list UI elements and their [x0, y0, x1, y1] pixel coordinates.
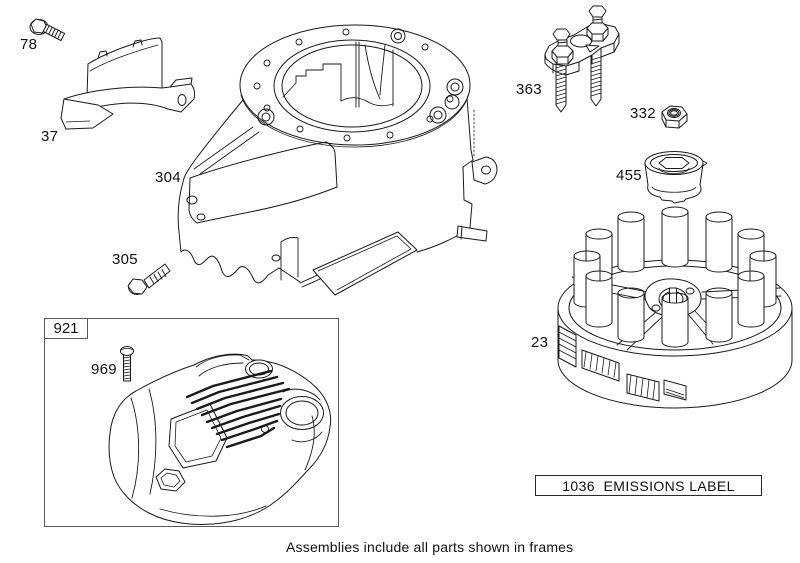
part-label-332: 332 — [630, 105, 656, 122]
part-drawing-guard-37 — [60, 37, 196, 130]
part-label-305: 305 — [112, 251, 138, 268]
part-drawing-puller-363 — [544, 5, 620, 113]
part-drawing-flywheel-23 — [557, 206, 793, 409]
part-label-969: 969 — [91, 361, 117, 378]
emissions-label-text: 1036 EMISSIONS LABEL — [562, 477, 735, 494]
part-label-304: 304 — [155, 169, 181, 186]
frame-label-921: 921 — [44, 318, 88, 339]
emissions-label-box: 1036 EMISSIONS LABEL — [535, 475, 762, 496]
part-drawing-screw-305 — [127, 263, 171, 295]
part-drawing-cover-921 — [108, 353, 332, 526]
part-label-78: 78 — [20, 36, 38, 53]
diagram-footnote: Assemblies include all parts shown in fr… — [286, 539, 574, 555]
part-drawing-nut-332 — [661, 105, 688, 129]
part-drawing-cup-455 — [644, 151, 708, 204]
part-label-37: 37 — [41, 128, 59, 145]
part-drawing-screw-78 — [29, 18, 66, 41]
part-drawing-screw-969 — [120, 346, 134, 382]
assembly-frame-921: 921 — [44, 318, 339, 527]
part-drawing-blower-housing-304 — [177, 24, 498, 296]
part-label-455: 455 — [616, 167, 642, 184]
part-label-363: 363 — [516, 81, 542, 98]
part-label-23: 23 — [531, 334, 549, 351]
